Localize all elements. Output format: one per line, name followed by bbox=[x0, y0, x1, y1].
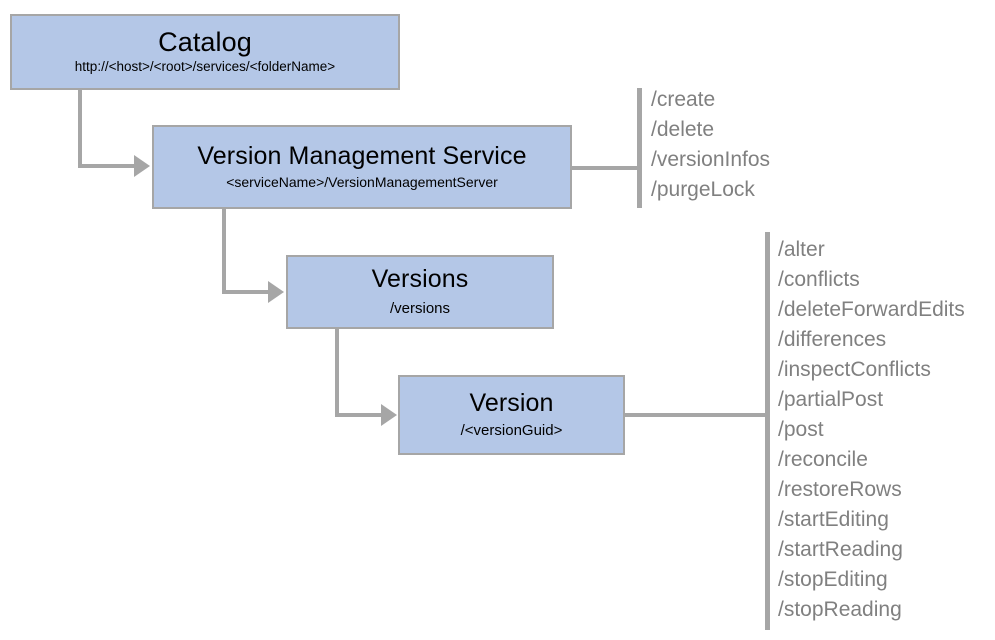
node-version-subtitle: /<versionGuid> bbox=[460, 422, 563, 439]
arrowhead-vms-to-versions bbox=[268, 281, 284, 303]
node-catalog-title: Catalog bbox=[158, 27, 252, 58]
arrowhead-catalog-to-vms bbox=[134, 155, 150, 177]
node-version-management-service-title: Version Management Service bbox=[197, 142, 527, 171]
node-catalog-subtitle: http://<host>/<root>/services/<folderNam… bbox=[74, 59, 336, 75]
connector-vms-to-versions-vertical bbox=[222, 209, 226, 294]
connector-versions-to-version-vertical bbox=[335, 329, 339, 417]
method-item: /deleteForwardEdits bbox=[778, 298, 965, 321]
method-item: /startReading bbox=[778, 538, 903, 561]
node-version-title: Version bbox=[469, 389, 554, 417]
node-versions[interactable]: Versions /versions bbox=[286, 255, 554, 329]
method-item: /stopEditing bbox=[778, 568, 888, 591]
node-version-management-service[interactable]: Version Management Service <serviceName>… bbox=[152, 125, 572, 209]
method-item: /startEditing bbox=[778, 508, 889, 531]
method-item: /inspectConflicts bbox=[778, 358, 931, 381]
arrowhead-versions-to-version bbox=[381, 404, 397, 426]
method-item: /stopReading bbox=[778, 598, 902, 621]
method-item: /differences bbox=[778, 328, 887, 351]
method-list-version-management-service: /create/delete/versionInfos/purgeLock bbox=[651, 85, 770, 205]
method-item: /create bbox=[651, 88, 716, 111]
method-item: /delete bbox=[651, 118, 715, 141]
method-item: /reconcile bbox=[778, 448, 868, 471]
connector-vms-to-methods bbox=[572, 166, 639, 170]
node-version[interactable]: Version /<versionGuid> bbox=[398, 375, 625, 455]
method-item: /alter bbox=[778, 238, 825, 261]
method-item: /versionInfos bbox=[651, 148, 771, 171]
bracket-bar-vms-methods bbox=[637, 88, 642, 208]
method-item: /post bbox=[778, 418, 824, 441]
node-versions-subtitle: /versions bbox=[389, 300, 451, 317]
connector-version-to-methods bbox=[625, 413, 767, 417]
connector-vms-to-versions-horizontal bbox=[222, 290, 270, 294]
method-item: /conflicts bbox=[778, 268, 860, 291]
node-version-management-service-subtitle: <serviceName>/VersionManagementServer bbox=[226, 174, 498, 191]
method-item: /purgeLock bbox=[651, 178, 755, 201]
node-catalog[interactable]: Catalog http://<host>/<root>/services/<f… bbox=[10, 14, 400, 90]
connector-versions-to-version-horizontal bbox=[335, 413, 383, 417]
method-item: /partialPost bbox=[778, 388, 884, 411]
connector-catalog-to-vms-vertical bbox=[78, 90, 82, 168]
method-item: /restoreRows bbox=[778, 478, 902, 501]
method-list-version: /alter/conflicts/deleteForwardEdits/diff… bbox=[778, 235, 965, 625]
bracket-bar-version-methods bbox=[765, 232, 770, 630]
node-versions-title: Versions bbox=[371, 265, 469, 293]
connector-catalog-to-vms-horizontal bbox=[78, 164, 136, 168]
